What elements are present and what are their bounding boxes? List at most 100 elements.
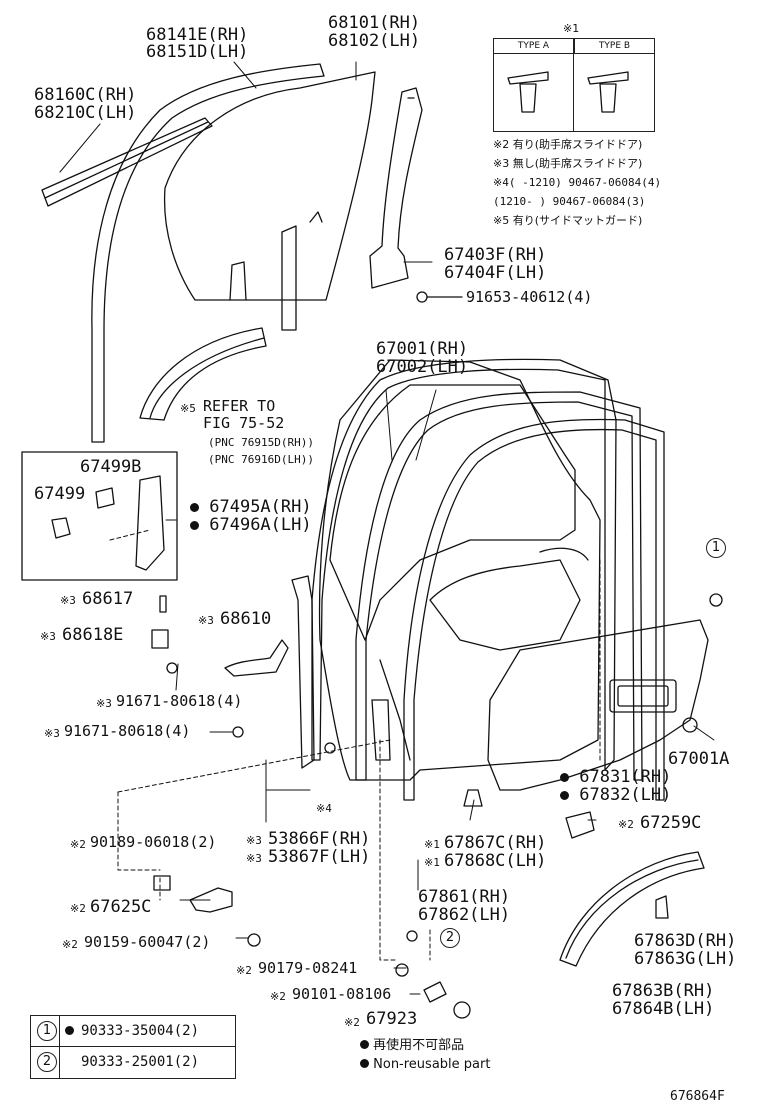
nonreusable-note-jp: 再使用不可部品 — [360, 1038, 464, 1053]
sill-moulding-shape — [559, 851, 705, 967]
type-b-header: TYPE B — [574, 39, 654, 54]
inset-box — [21, 451, 178, 581]
mark-4: ※4 — [316, 802, 332, 815]
label-91653: 91653-40612(4) — [466, 288, 593, 306]
label-67863d: 67863D(RH) — [634, 931, 737, 951]
legend-row-2: 2 90333-25001(2) — [31, 1047, 235, 1077]
mark-90179: ※2 — [236, 964, 252, 977]
type-box-title: ※1 — [563, 22, 580, 35]
label-91671a: 91671-80618(4) — [116, 692, 243, 710]
circle-ref-1: 1 — [706, 538, 726, 558]
belt-weatherstrip-shape — [41, 117, 213, 207]
label-67625c: 67625C — [90, 897, 152, 917]
glass-run-channel-shape — [91, 63, 325, 443]
mark-67625c: ※2 — [70, 902, 86, 915]
nonreusable-dot — [190, 503, 199, 512]
label-67403f: 67403F(RH) — [444, 245, 547, 265]
handle-bezel-shape — [51, 475, 165, 571]
label-67404f: 67404F(LH) — [444, 263, 547, 283]
door-weatherstrip-shape — [311, 358, 665, 801]
label-68141e: 68141E(RH) — [146, 25, 249, 45]
label-68160c: 68160C(RH) — [34, 85, 137, 105]
mark-67259c: ※2 — [618, 818, 634, 831]
label-53866f: 53866F(RH) — [268, 829, 371, 849]
lock-parts-shape — [151, 595, 289, 738]
label-67002: 67002(LH) — [376, 357, 469, 377]
nonreusable-dot — [360, 1059, 369, 1068]
label-67832: 67832(LH) — [560, 786, 671, 805]
mark-68610: ※3 — [198, 614, 214, 627]
label-67496a-text: 67496A(LH) — [209, 515, 312, 535]
legend-circle-1: 1 — [37, 1021, 57, 1041]
nonreusable-dot — [190, 521, 199, 530]
label-90179: 90179-08241 — [258, 959, 358, 977]
mark-90189: ※2 — [70, 838, 86, 851]
label-68617: 68617 — [82, 589, 134, 609]
label-67496a: 67496A(LH) — [190, 516, 312, 535]
nonreusable-dot — [560, 791, 569, 800]
label-68618e: 68618E — [62, 625, 124, 645]
note-4a: ※4( -1210) 90467-06084(4) — [493, 176, 662, 189]
mark-90159: ※2 — [62, 938, 78, 951]
label-68610: 68610 — [220, 609, 272, 629]
legend-divider — [59, 1016, 60, 1078]
pillar-garnish-shape — [291, 575, 336, 769]
label-68210c: 68210C(LH) — [34, 103, 137, 123]
label-67864b: 67864B(LH) — [612, 999, 715, 1019]
door-glass-shape — [163, 71, 376, 301]
label-67868c: 67868C(LH) — [444, 851, 547, 871]
legend-dot-1 — [65, 1016, 74, 1046]
clip-type-box: TYPE A TYPE B — [493, 38, 655, 132]
clip-and-moulding-shape — [463, 789, 595, 839]
mark-67868c: ※1 — [424, 856, 440, 869]
label-68101: 68101(RH) — [328, 13, 421, 33]
legend-circle-2: 2 — [37, 1052, 57, 1072]
dashed-lines — [109, 529, 601, 961]
label-refer-fig: FIG 75-52 — [203, 414, 285, 432]
mark-90101: ※2 — [270, 990, 286, 1003]
note-2: ※2 有り(助手席スライドドア) — [493, 138, 643, 151]
leader-lines — [59, 61, 715, 995]
nonreusable-dot — [560, 773, 569, 782]
mark-53866f: ※3 — [246, 834, 262, 847]
label-90101: 90101-08106 — [292, 985, 392, 1003]
label-67495a-text: 67495A(RH) — [209, 497, 312, 517]
label-91671b: 91671-80618(4) — [64, 722, 191, 740]
label-68151d: 68151D(LH) — [146, 42, 249, 62]
mark-53867f: ※3 — [246, 852, 262, 865]
legend-box: 1 90333-35004(2) 2 90333-25001(2) — [30, 1015, 236, 1079]
mark-68618e: ※3 — [40, 630, 56, 643]
note-5: ※5 有り(サイドマットガード) — [493, 214, 643, 227]
mark-91671a: ※3 — [96, 697, 112, 710]
door-trim-panel-shape — [487, 593, 723, 791]
label-67499: 67499 — [34, 484, 86, 504]
label-refer-pnc-rh: (PNC 76915D(RH)) — [208, 436, 314, 449]
door-center-channel-shape — [369, 87, 463, 303]
label-67259c: 67259C — [640, 813, 702, 833]
mark-68617: ※3 — [60, 594, 76, 607]
nonreusable-en-text: Non-reusable part — [373, 1057, 491, 1072]
legend-part-1: 90333-35004(2) — [81, 1023, 200, 1039]
label-67867c: 67867C(RH) — [444, 833, 547, 853]
mark-67867c: ※1 — [424, 838, 440, 851]
label-67863g: 67863G(LH) — [634, 949, 737, 969]
label-67862: 67862(LH) — [418, 905, 511, 925]
label-67863b: 67863B(RH) — [612, 981, 715, 1001]
label-90159: 90159-60047(2) — [84, 933, 211, 951]
figure-number: 676864F — [670, 1089, 725, 1104]
nonreusable-dot — [360, 1040, 369, 1049]
label-refer-pnc-lh: (PNC 76916D(LH)) — [208, 453, 314, 466]
circle-ref-2: 2 — [440, 928, 460, 948]
label-68102: 68102(LH) — [328, 31, 421, 51]
label-67001a: 67001A — [668, 749, 730, 769]
note-3: ※3 無し(助手席スライドドア) — [493, 157, 643, 170]
mark-67923: ※2 — [344, 1016, 360, 1029]
mark-91671b: ※3 — [44, 727, 60, 740]
wheel-arch-guard-shape — [139, 327, 267, 421]
label-67831-text: 67831(RH) — [579, 767, 672, 787]
label-67499b: 67499B — [80, 457, 142, 477]
label-refer-mark: ※5 — [180, 402, 196, 415]
label-refer-to: REFER TO — [203, 397, 276, 415]
